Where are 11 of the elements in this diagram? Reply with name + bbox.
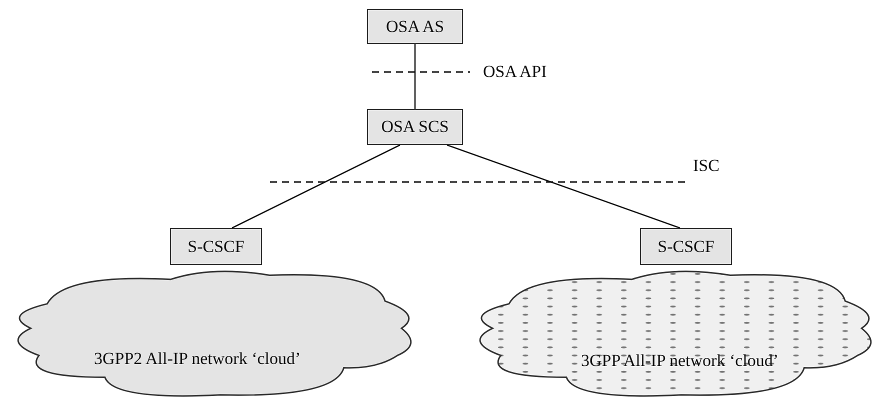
cloud-label: 3GPP2 All-IP network ‘cloud’ xyxy=(94,349,301,369)
connector-line xyxy=(232,144,400,229)
connector-line xyxy=(446,144,680,229)
connector-line xyxy=(414,44,416,109)
network-element-box: OSA AS xyxy=(367,9,463,44)
cloud-label: 3GPP All-IP network ‘cloud’ xyxy=(581,351,779,371)
network-element-box: OSA SCS xyxy=(367,109,463,145)
interface-label: ISC xyxy=(693,156,720,176)
network-element-box: S-CSCF xyxy=(170,228,262,265)
network-element-box: S-CSCF xyxy=(640,228,732,265)
interface-label: OSA API xyxy=(483,62,547,82)
